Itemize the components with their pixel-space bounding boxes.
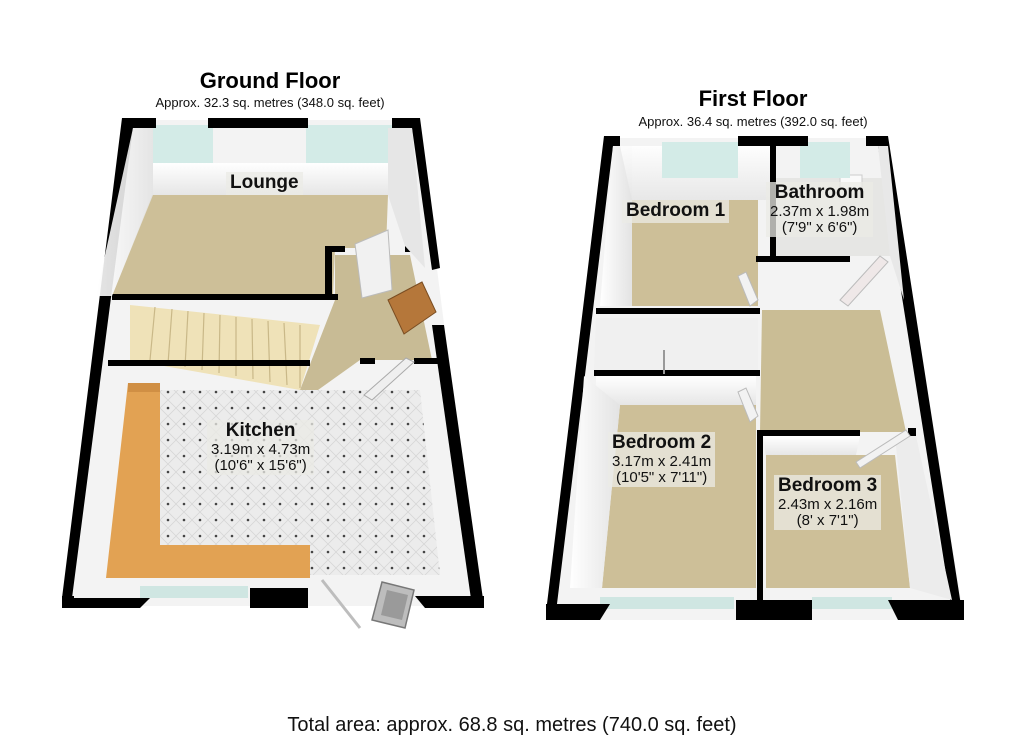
room-dim-imperial: (8' x 7'1") (796, 511, 859, 529)
lounge-window-right (306, 125, 392, 163)
bedroom-3-window (812, 597, 892, 609)
front-door (387, 281, 437, 335)
cupboard (594, 318, 758, 370)
kitchen-worktop (106, 383, 310, 578)
kitchen-back-door (320, 579, 362, 629)
bedroom-3-door (855, 429, 911, 469)
lounge-window-left (153, 125, 213, 163)
room-name: Bedroom 1 (626, 200, 726, 221)
bedroom-1-door (737, 271, 759, 307)
room-dim-metric: 2.37m x 1.98m (770, 202, 870, 220)
room-dim-metric: 3.19m x 4.73m (211, 440, 311, 458)
bathroom-window (800, 142, 850, 178)
bedroom-1-window (662, 142, 738, 178)
kitchen-appliance (371, 581, 415, 629)
room-label-bedroom-2: Bedroom 2 3.17m x 2.41m (10'5" x 7'11") (608, 432, 716, 487)
lounge-door (354, 229, 393, 299)
kitchen-door (363, 357, 415, 401)
room-label-bedroom-3: Bedroom 3 2.43m x 2.16m (8' x 7'1") (774, 475, 882, 530)
first-floor-plan (546, 136, 964, 620)
landing-floor (760, 310, 906, 432)
first-floor-area: Approx. 36.4 sq. metres (392.0 sq. feet) (638, 114, 868, 129)
room-dim-imperial: (10'5" x 7'11") (616, 468, 708, 486)
staircase (130, 305, 320, 390)
first-floor-title: First Floor (698, 86, 808, 111)
room-dim-imperial: (10'6" x 15'6") (214, 456, 307, 474)
kitchen-window (140, 586, 248, 598)
bedroom-1-floor (630, 200, 758, 306)
room-name: Kitchen (225, 420, 296, 441)
total-area: Total area: approx. 68.8 sq. metres (740… (287, 714, 737, 736)
room-name: Bathroom (774, 182, 865, 203)
ground-floor-area: Approx. 32.3 sq. metres (348.0 sq. feet) (155, 95, 385, 110)
room-name: Bedroom 3 (778, 475, 878, 496)
room-name: Lounge (230, 172, 299, 193)
hallway-floor (300, 255, 432, 390)
room-name: Bedroom 2 (612, 432, 712, 453)
room-label-bathroom: Bathroom 2.37m x 1.98m (7'9" x 6'6") (766, 182, 874, 237)
ground-floor-title: Ground Floor (199, 68, 341, 93)
room-dim-metric: 2.43m x 2.16m (778, 495, 878, 513)
room-dim-imperial: (7'9" x 6'6") (781, 218, 858, 236)
ground-floor-walls (62, 118, 484, 608)
bedroom-2-door (737, 387, 759, 423)
room-dim-metric: 3.17m x 2.41m (612, 452, 712, 470)
bedroom-2-window (600, 597, 734, 609)
room-label-bedroom-1: Bedroom 1 (622, 200, 730, 223)
room-label-lounge: Lounge (226, 172, 303, 195)
lounge-floor (112, 195, 388, 296)
first-floor-walls (546, 136, 964, 620)
room-label-kitchen: Kitchen 3.19m x 4.73m (10'6" x 15'6") (207, 420, 315, 475)
bathroom-door (839, 255, 889, 307)
